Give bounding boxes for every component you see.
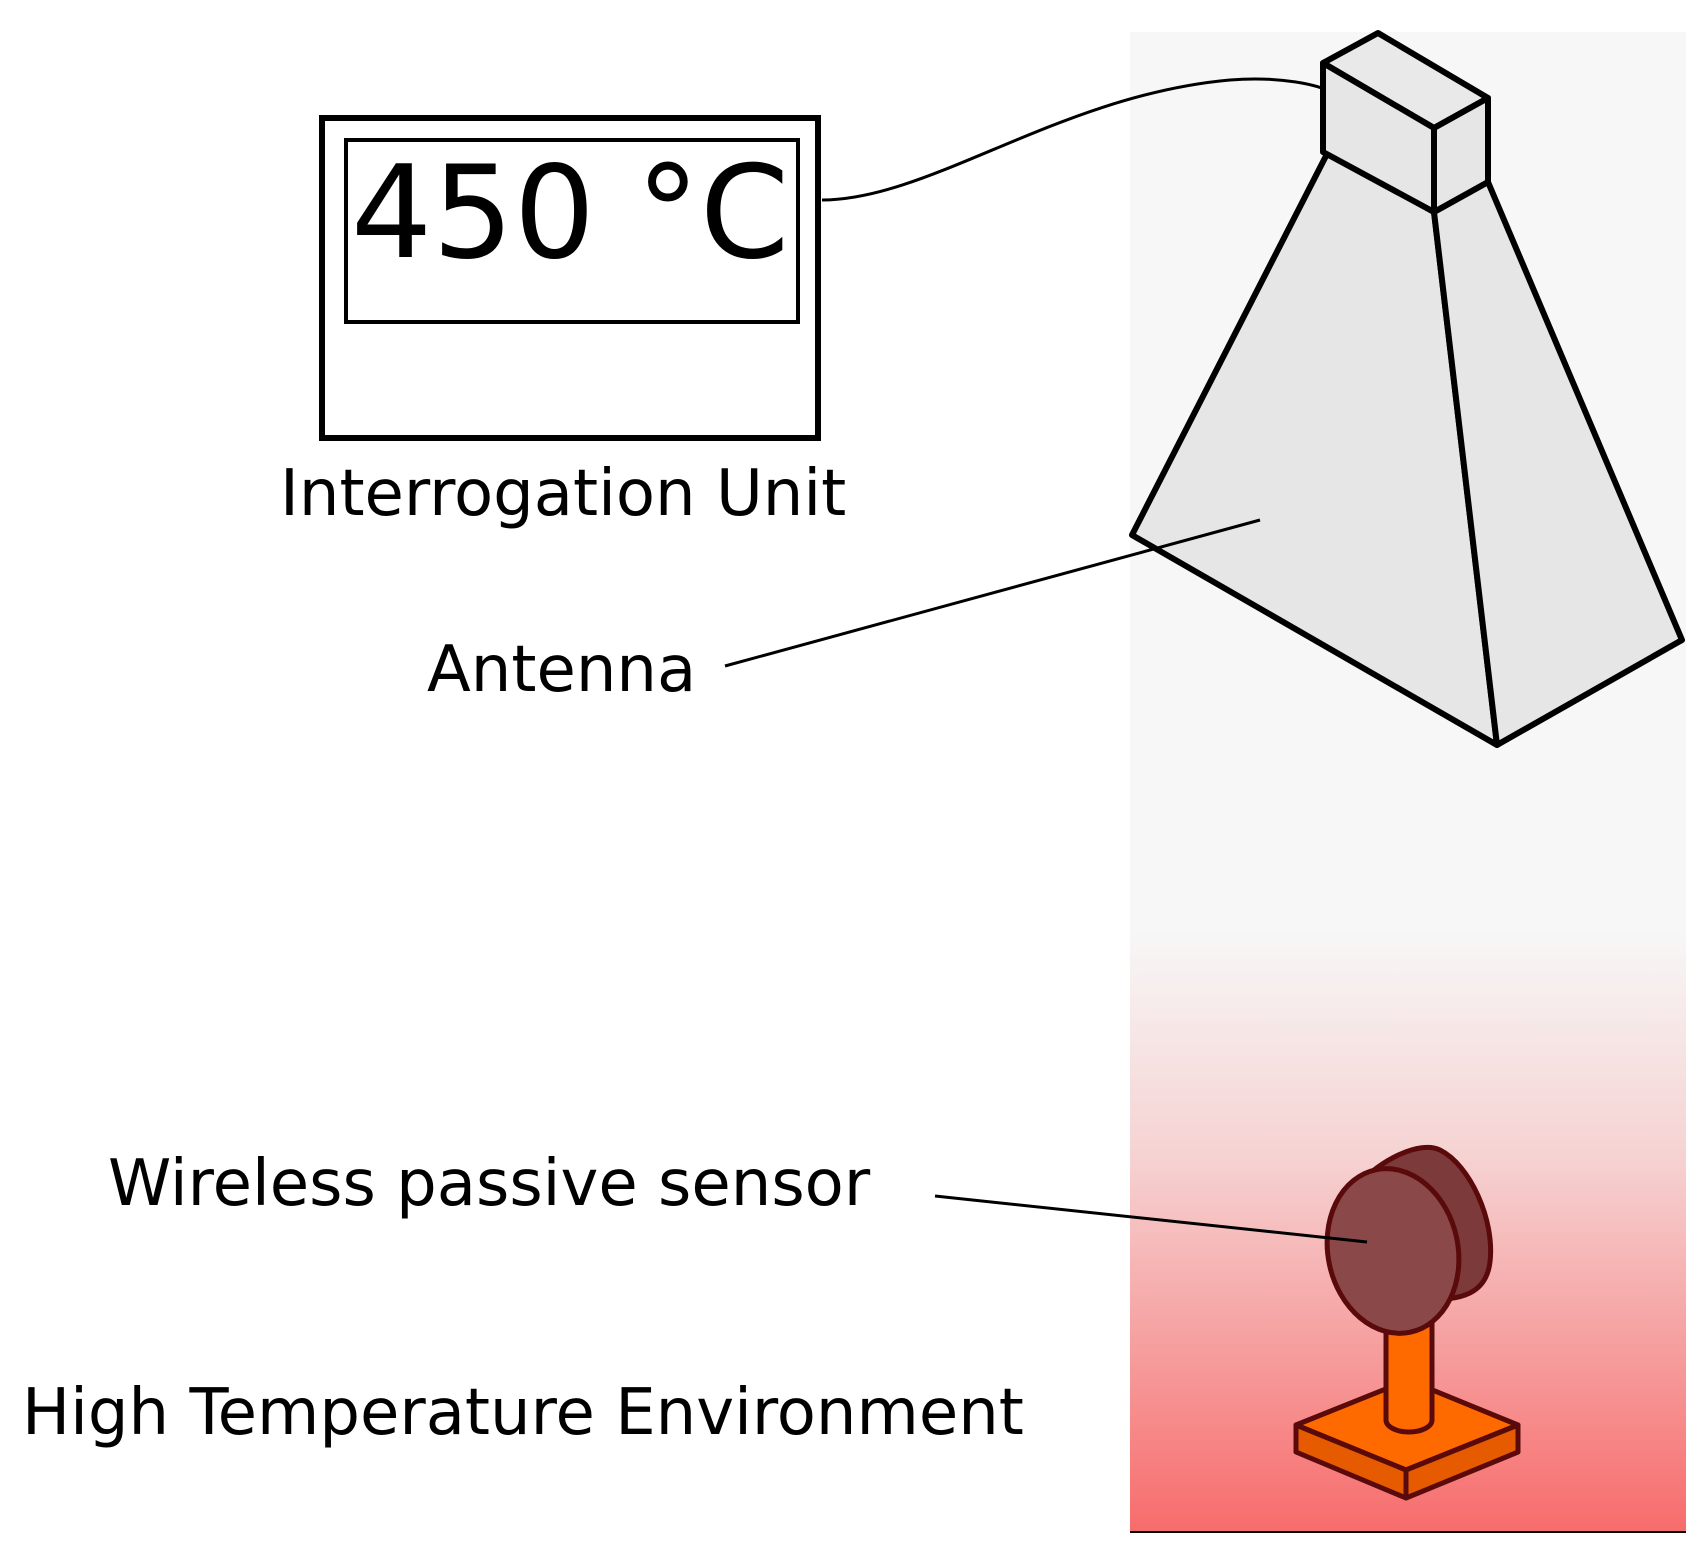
- sensor-base-right: [1403, 1422, 1521, 1501]
- interrogation-unit-label: Interrogation Unit: [280, 457, 847, 531]
- sensor-label: Wireless passive sensor: [108, 1147, 871, 1221]
- horn-antenna: [1129, 30, 1685, 748]
- temperature-readout: 450 °C: [350, 139, 790, 288]
- antenna-leader-line: [724, 518, 1261, 668]
- sensor-disc-face: [1324, 1166, 1462, 1336]
- antenna-label: Antenna: [427, 633, 697, 707]
- antenna-cable: [821, 77, 1331, 202]
- sensor-leader-line: [934, 1194, 1368, 1244]
- interrogation-unit: [319, 115, 821, 441]
- interrogation-unit-screen: [344, 138, 800, 324]
- waveguide-side: [1431, 95, 1491, 215]
- wireless-passive-sensor: [1293, 1144, 1521, 1501]
- environment-label: High Temperature Environment: [22, 1376, 1024, 1450]
